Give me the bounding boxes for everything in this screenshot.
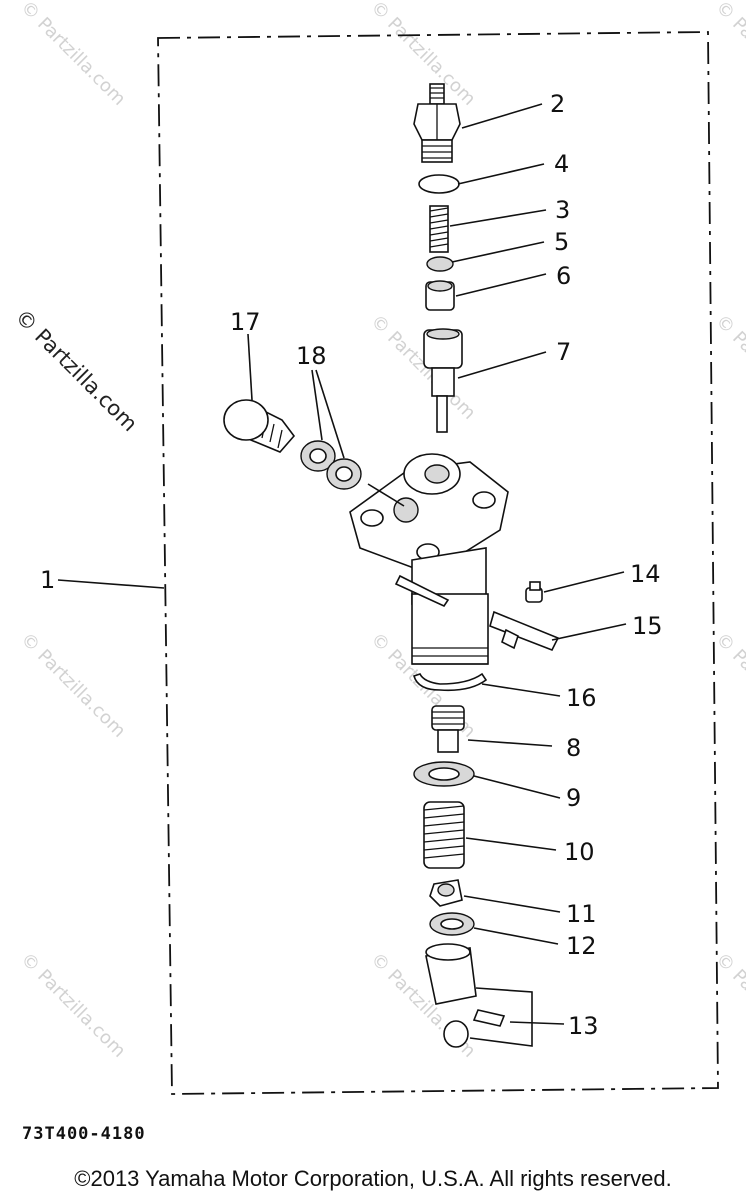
part-6-stopper bbox=[425, 280, 455, 311]
callout-3: 3 bbox=[555, 196, 570, 224]
part-11-spring-seat bbox=[429, 879, 463, 907]
callout-7: 7 bbox=[556, 338, 571, 366]
callout-10: 10 bbox=[564, 838, 595, 866]
part-14-screw bbox=[525, 581, 543, 603]
callout-15: 15 bbox=[632, 612, 663, 640]
watermark: © Partzilla.com bbox=[711, 629, 746, 742]
leader-lines bbox=[57, 103, 627, 1025]
callout-labels: 1 2 3 4 5 6 7 8 9 10 11 12 13 14 15 16 1… bbox=[40, 90, 663, 1040]
callout-9: 9 bbox=[566, 784, 581, 812]
callout-17: 17 bbox=[230, 308, 261, 336]
part-8-plunger-head bbox=[431, 705, 465, 753]
part-4-o-ring bbox=[418, 174, 460, 194]
diagram-code: 73T400-4180 bbox=[22, 1124, 146, 1144]
callout-13: 13 bbox=[568, 1012, 599, 1040]
callout-8: 8 bbox=[566, 734, 581, 762]
callout-11: 11 bbox=[566, 900, 597, 928]
part-15-control-rack bbox=[489, 610, 560, 652]
assembly-frame bbox=[157, 31, 719, 1095]
callout-6: 6 bbox=[556, 262, 571, 290]
watermark: © Partzilla.com bbox=[366, 0, 479, 110]
watermark: © Partzilla.com bbox=[366, 311, 479, 424]
part-1-pump-housing bbox=[349, 453, 509, 665]
callout-2: 2 bbox=[550, 90, 565, 118]
part-7-delivery-valve bbox=[423, 328, 463, 433]
callout-16: 16 bbox=[566, 684, 597, 712]
part-12-washer bbox=[429, 912, 475, 936]
part-13-tappet-set bbox=[425, 943, 533, 1048]
part-5-gasket bbox=[426, 256, 454, 272]
callout-1: 1 bbox=[40, 566, 55, 594]
copyright-notice: ©2013 Yamaha Motor Corporation, U.S.A. A… bbox=[74, 1166, 672, 1191]
watermark: © Partzilla.com bbox=[16, 629, 129, 742]
part-3-spring bbox=[429, 205, 449, 253]
part-2-valve-holder bbox=[413, 83, 461, 163]
part-18-washers bbox=[300, 440, 362, 490]
part-16-clip bbox=[413, 672, 488, 692]
part-17-banjo-bolt bbox=[223, 399, 296, 453]
part-10-plunger-spring bbox=[423, 801, 465, 869]
watermark-side: © Partzilla.com bbox=[10, 305, 142, 437]
watermark: © Partzilla.com bbox=[711, 311, 746, 424]
callout-14: 14 bbox=[630, 560, 661, 588]
watermark: © Partzilla.com bbox=[16, 0, 129, 110]
callout-4: 4 bbox=[554, 150, 569, 178]
callout-18: 18 bbox=[296, 342, 327, 370]
watermark: © Partzilla.com bbox=[16, 949, 129, 1062]
callout-12: 12 bbox=[566, 932, 597, 960]
callout-5: 5 bbox=[554, 228, 569, 256]
watermark: © Partzilla.com bbox=[711, 0, 746, 110]
part-9-washer bbox=[413, 761, 475, 787]
